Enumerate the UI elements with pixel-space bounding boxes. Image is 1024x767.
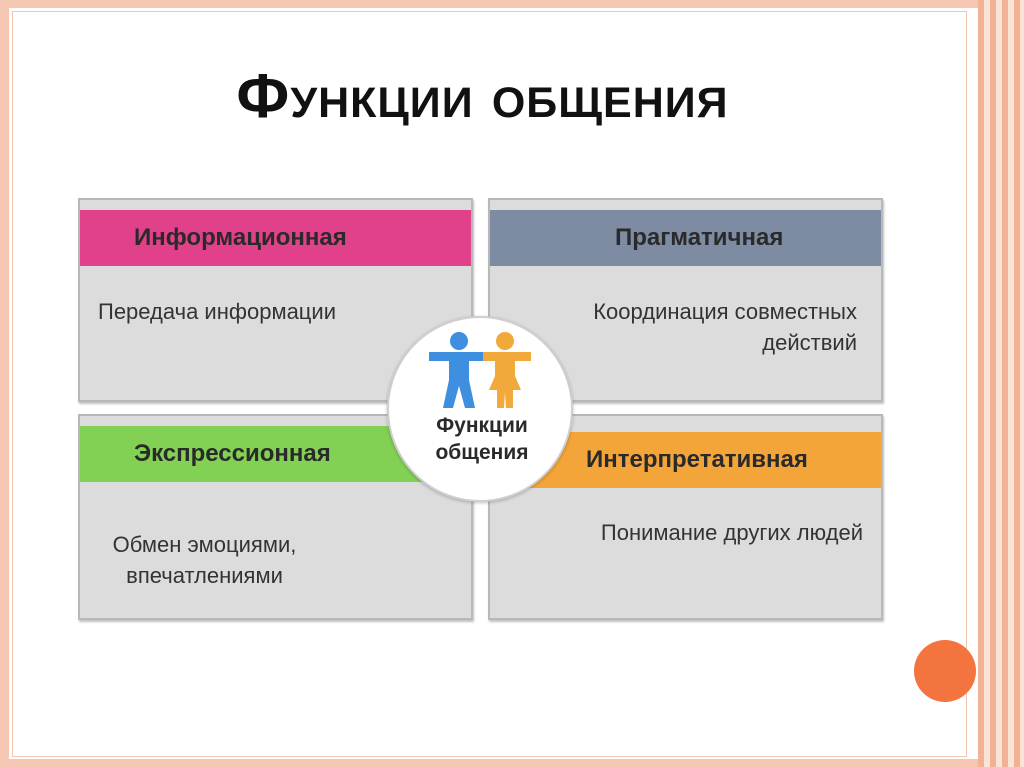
slide-frame-left bbox=[0, 0, 9, 767]
slide-frame-right bbox=[978, 0, 1024, 767]
card-text-line: Обмен эмоциями, bbox=[112, 532, 297, 557]
card-text-line: Понимание других людей bbox=[600, 520, 863, 545]
slide-frame-top bbox=[0, 0, 1024, 8]
card-text-line: Координация совместных bbox=[593, 299, 857, 324]
card-text-expressive: Обмен эмоциями, впечатлениями bbox=[102, 529, 307, 591]
center-label-line: общения bbox=[435, 441, 529, 464]
page-title: Функции общения bbox=[236, 62, 729, 131]
card-pragmatic: Прагматичная Координация совместных дейс… bbox=[488, 198, 883, 402]
slide-frame-bottom bbox=[0, 759, 1024, 767]
card-text-line: действий bbox=[762, 330, 857, 355]
slide-inner-border bbox=[12, 11, 967, 757]
card-text-pragmatic: Координация совместных действий bbox=[593, 296, 857, 358]
card-header-informational: Информационная bbox=[80, 210, 471, 266]
center-label-line: Функции bbox=[436, 414, 528, 437]
decorative-orange-dot bbox=[914, 640, 976, 702]
card-text-interpretive: Понимание других людей bbox=[601, 517, 863, 548]
card-header-pragmatic: Прагматичная bbox=[490, 210, 881, 266]
card-text-line: Передача информации bbox=[98, 299, 336, 324]
people-icon bbox=[429, 332, 531, 408]
card-text-line: впечатлениями bbox=[126, 563, 283, 588]
center-circle: Функции общения bbox=[387, 316, 573, 502]
center-label: Функции общения bbox=[389, 412, 575, 466]
card-text-informational: Передача информации bbox=[98, 296, 336, 327]
